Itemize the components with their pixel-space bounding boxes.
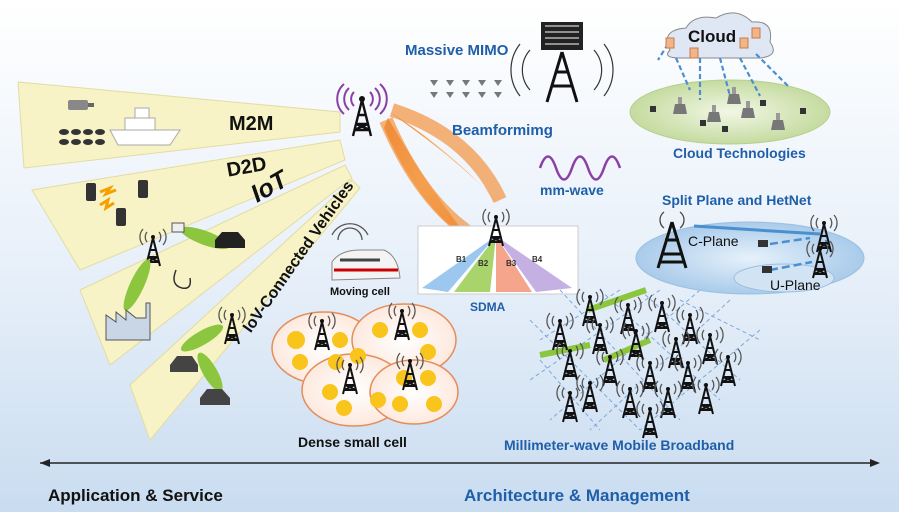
meter-icons <box>59 129 105 145</box>
moving-cell-label: Moving cell <box>330 286 390 298</box>
mm-wave-signal <box>538 155 622 181</box>
sdma-label: SDMA <box>470 300 506 314</box>
beamforming-label: Beamformimg <box>452 122 553 139</box>
mm-wave-label: mm-wave <box>540 182 604 198</box>
car-icon <box>200 389 230 405</box>
laptop-icon <box>171 222 185 233</box>
m2m-label: M2M <box>229 113 274 135</box>
ship-icon <box>109 107 181 146</box>
moving-cell <box>331 223 401 281</box>
sdma-beam-1-label: B1 <box>456 255 467 264</box>
car-icon <box>215 232 245 248</box>
train-icon <box>331 249 401 281</box>
c-plane-label: C-Plane <box>688 233 739 249</box>
d2d-devices <box>86 180 148 226</box>
stethoscope-icon <box>173 269 192 290</box>
split-plane-hetnet <box>635 211 865 295</box>
mmwave-mesh <box>529 287 761 439</box>
factory-icon <box>105 302 151 341</box>
smartphone-icon <box>138 180 148 198</box>
split-plane-label: Split Plane and HetNet <box>662 192 812 208</box>
dense-small-cell-label: Dense small cell <box>298 434 407 450</box>
smartphone-icon <box>86 183 96 201</box>
massive-mimo-label: Massive MIMO <box>405 42 509 59</box>
smartphone-icon <box>116 208 126 226</box>
application-service-label: Application & Service <box>48 486 223 505</box>
cloud-technologies-label: Cloud Technologies <box>673 145 806 161</box>
application-architecture-axis <box>40 459 880 467</box>
mimo-array-icons <box>430 80 502 98</box>
cctv-camera-icon <box>68 100 94 110</box>
sdma-panel <box>417 208 579 295</box>
cloud-label: Cloud <box>688 27 737 46</box>
cloud-technologies <box>629 12 831 145</box>
sdma-beam-4-label: B4 <box>532 255 543 264</box>
sdma-beam-3-label: B3 <box>506 259 517 268</box>
u-plane-label: U-Plane <box>770 277 821 293</box>
m2m-devices <box>59 100 181 146</box>
iot-devices <box>105 222 245 341</box>
massive-mimo-antenna <box>510 22 614 103</box>
car-icon <box>170 356 198 372</box>
mmwave-broadband-label: Millimeter-wave Mobile Broadband <box>504 437 735 453</box>
iov-devices <box>170 306 247 405</box>
dense-small-cells <box>271 302 459 427</box>
architecture-management-label: Architecture & Management <box>464 486 690 505</box>
sdma-beam-2-label: B2 <box>478 259 489 268</box>
